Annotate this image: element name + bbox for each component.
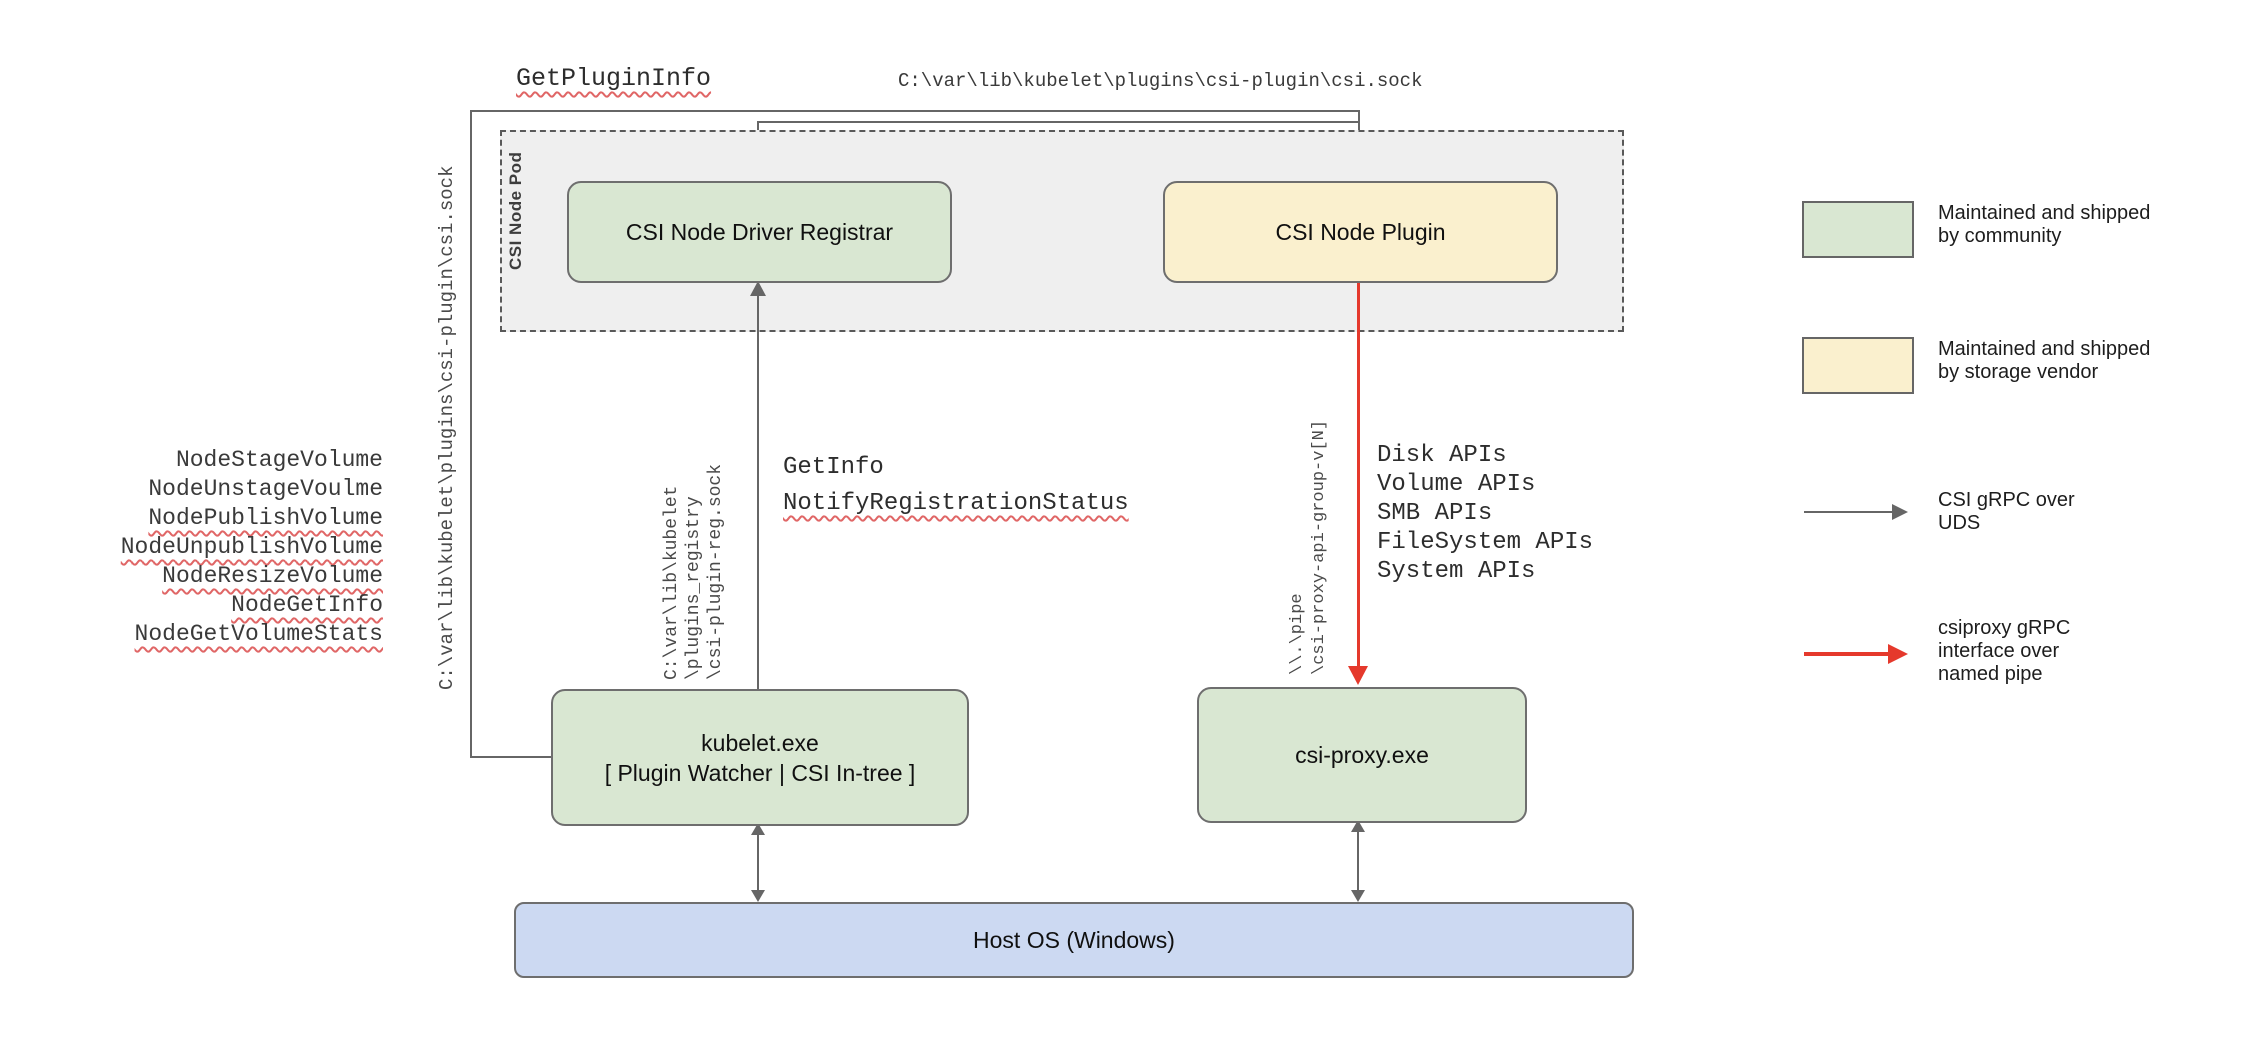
csi-proxy-box: csi-proxy.exe — [1197, 687, 1527, 823]
arrowhead-up-into-csiproxy-icon — [1351, 820, 1365, 832]
get-plugin-info-label: GetPluginInfo — [516, 64, 712, 93]
connector-registrar-to-plugin-horizontal — [757, 121, 1360, 123]
legend-pipe-label: csiproxy gRPC interface over named pipe — [1938, 617, 2070, 686]
node-method-item: NodeGetVolumeStats — [134, 621, 383, 647]
legend-gray-arrowhead-icon — [1892, 504, 1908, 520]
legend-community-swatch — [1802, 201, 1914, 258]
pipe-path-line2: \csi-proxy-api-group-v[N] — [1310, 419, 1329, 675]
csi-proxy-api-list: Disk APIs Volume APIs SMB APIs FileSyste… — [1377, 441, 1593, 586]
host-os-label: Host OS (Windows) — [973, 927, 1175, 953]
plugin-label: CSI Node Plugin — [1275, 219, 1446, 245]
connector-csiproxy-hostos-vertical — [1357, 831, 1359, 892]
csi-node-plugin-box: CSI Node Plugin — [1163, 181, 1558, 283]
node-method-item: NodeStageVolume — [175, 447, 383, 473]
arrowhead-down-into-hostos-icon — [751, 890, 765, 902]
connector-kubelet-left-stub — [470, 756, 553, 758]
kubelet-label-line1: kubelet.exe — [701, 729, 819, 756]
legend-vendor-swatch — [1802, 337, 1914, 394]
node-method-item: NodeResizeVolume — [162, 563, 383, 589]
node-method-item: NodeUnpublishVolume — [120, 534, 383, 560]
csi-node-driver-registrar-box: CSI Node Driver Registrar — [567, 181, 952, 283]
csi-sock-path-top-label: C:\var\lib\kubelet\plugins\csi-plugin\cs… — [898, 70, 1423, 92]
node-method-item: NodeGetInfo — [231, 592, 383, 618]
legend-vendor-line1: Maintained and shipped — [1938, 338, 2151, 360]
api-item: System APIs — [1377, 558, 1536, 585]
arrowhead-up-into-kubelet-icon — [751, 823, 765, 835]
kubelet-box: kubelet.exe [ Plugin Watcher | CSI In-tr… — [551, 689, 969, 826]
legend-gray-arrow — [1804, 511, 1894, 513]
host-os-box: Host OS (Windows) — [514, 902, 1634, 978]
legend-uds-line2: UDS — [1938, 512, 1981, 534]
registration-rpc-labels: GetInfo NotifyRegistrationStatus — [783, 450, 1129, 522]
api-item: SMB APIs — [1377, 500, 1493, 527]
connector-kubelet-left-vertical — [470, 110, 472, 758]
csi-node-pod-label: CSI Node Pod — [506, 151, 525, 270]
legend-red-arrowhead-icon — [1888, 644, 1908, 664]
api-item: FileSystem APIs — [1377, 529, 1594, 556]
pipe-path-line1: \\.\pipe — [1288, 593, 1307, 675]
arrowhead-up-into-registrar-icon — [750, 281, 766, 296]
api-item: Volume APIs — [1377, 471, 1536, 498]
kubelet-label-line2: [ Plugin Watcher | CSI In-tree ] — [604, 759, 916, 786]
notify-registration-status-label: NotifyRegistrationStatus — [783, 490, 1129, 517]
named-pipe-path-vertical-label: \\.\pipe \csi-proxy-api-group-v[N] — [1287, 420, 1331, 675]
legend-pipe-line3: named pipe — [1938, 663, 2043, 685]
arrowhead-red-down-into-csiproxy-icon — [1348, 666, 1368, 685]
legend-community-line1: Maintained and shipped — [1938, 202, 2151, 224]
legend-community-label: Maintained and shipped by community — [1938, 202, 2150, 248]
connector-kubelet-to-plugin-horizontal — [470, 110, 1360, 112]
registry-path-line2: \plugins_registry — [684, 496, 704, 680]
legend-uds-label: CSI gRPC over UDS — [1938, 489, 2075, 535]
legend-community-line2: by community — [1938, 225, 2062, 247]
get-info-label: GetInfo — [783, 454, 884, 481]
legend-uds-line1: CSI gRPC over — [1938, 489, 2075, 511]
arrowhead-down-into-hostos2-icon — [1351, 890, 1365, 902]
connector-kubelet-hostos-vertical — [757, 834, 759, 892]
registry-path-line3: \csi-plugin-reg.sock — [706, 463, 726, 680]
legend-pipe-line1: csiproxy gRPC — [1938, 617, 2071, 639]
legend-pipe-line2: interface over — [1938, 640, 2060, 662]
csi-proxy-label: csi-proxy.exe — [1295, 742, 1429, 768]
legend-vendor-line2: by storage vendor — [1938, 361, 2099, 383]
connector-plugin-to-csiproxy-red-vertical — [1357, 281, 1360, 669]
legend-red-arrow — [1804, 652, 1890, 656]
registrar-label: CSI Node Driver Registrar — [625, 219, 894, 245]
csi-sock-path-left-vertical-label: C:\var\lib\kubelet\plugins\csi-plugin\cs… — [436, 165, 458, 691]
api-item: Disk APIs — [1377, 442, 1507, 469]
connector-kubelet-to-registrar-vertical — [757, 294, 759, 691]
node-rpc-method-list: NodeStageVolume NodeUnstageVoulme NodePu… — [83, 446, 383, 649]
legend-vendor-label: Maintained and shipped by storage vendor — [1938, 338, 2150, 384]
node-method-item: NodeUnstageVoulme — [148, 476, 383, 502]
plugin-registry-sock-path-vertical-label: C:\var\lib\kubelet \plugins_registry \cs… — [661, 464, 727, 680]
registry-path-line1: C:\var\lib\kubelet — [662, 485, 682, 680]
node-method-item: NodePublishVolume — [148, 505, 383, 531]
